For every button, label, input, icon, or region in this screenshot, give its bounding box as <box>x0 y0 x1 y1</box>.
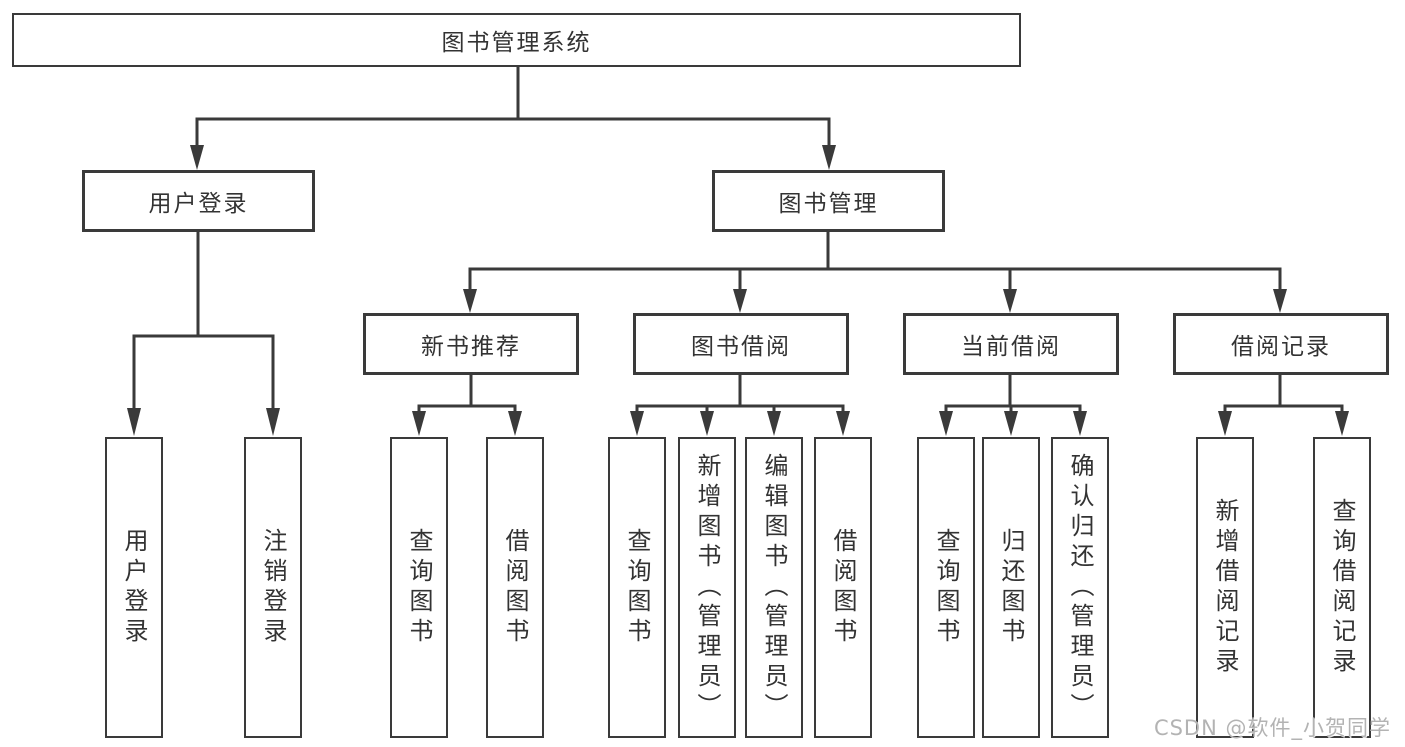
arrowhead <box>1004 411 1018 436</box>
node-borrow-records: 借阅记录 <box>1173 313 1389 375</box>
node-root: 图书管理系统 <box>12 13 1021 67</box>
leaf-edit-books-admin: 编辑图书（管理员） <box>745 437 803 738</box>
node-new-book-recommend-label: 新书推荐 <box>421 334 521 360</box>
node-book-borrow-label: 图书借阅 <box>691 334 791 360</box>
leaf-label: 借阅图书 <box>829 527 857 648</box>
leaf-query-books-current: 查询图书 <box>917 437 975 738</box>
leaf-label: 新增借阅记录 <box>1211 497 1239 678</box>
arrowhead <box>190 145 204 170</box>
arrowhead <box>412 411 426 436</box>
connector-root-to-level2 <box>190 65 836 170</box>
leaf-label: 查询图书 <box>932 527 960 648</box>
leaf-add-borrow-record: 新增借阅记录 <box>1196 437 1254 738</box>
node-book-borrow: 图书借阅 <box>633 313 849 375</box>
leaf-query-borrow-record: 查询借阅记录 <box>1313 437 1371 738</box>
connector-book-borrow-branch <box>630 375 850 436</box>
node-book-management: 图书管理 <box>712 170 945 232</box>
node-current-borrow: 当前借阅 <box>903 313 1119 375</box>
arrowhead <box>1335 411 1349 436</box>
leaf-label: 查询图书 <box>405 527 433 648</box>
leaf-borrow-books-recommend: 借阅图书 <box>486 437 544 738</box>
arrowhead <box>127 408 141 436</box>
connector-new-book-branch <box>412 375 522 436</box>
arrowhead <box>822 145 836 170</box>
leaf-user-login: 用户登录 <box>105 437 163 738</box>
arrowhead <box>733 289 747 313</box>
arrowhead <box>1273 289 1287 313</box>
arrowhead <box>630 411 644 436</box>
arrowhead <box>266 408 280 436</box>
node-root-label: 图书管理系统 <box>441 30 592 56</box>
leaf-confirm-return-admin: 确认归还（管理员） <box>1051 437 1109 738</box>
leaf-query-books-recommend: 查询图书 <box>390 437 448 738</box>
leaf-add-books-admin: 新增图书（管理员） <box>678 437 736 738</box>
csdn-watermark: CSDN @软件_小贺同学 <box>1153 716 1391 740</box>
connector-user-login-branch <box>127 232 280 436</box>
arrowhead <box>1073 411 1087 436</box>
arrowhead <box>1218 411 1232 436</box>
node-borrow-records-label: 借阅记录 <box>1231 334 1331 360</box>
leaf-label: 编辑图书（管理员） <box>760 452 788 723</box>
leaf-query-books-borrow: 查询图书 <box>608 437 666 738</box>
arrowhead <box>939 411 953 436</box>
leaf-label: 确认归还（管理员） <box>1066 452 1094 723</box>
leaf-label: 查询图书 <box>623 527 651 648</box>
leaf-user-login-label: 用户登录 <box>120 527 148 648</box>
leaf-label: 查询借阅记录 <box>1328 497 1356 678</box>
arrowhead <box>767 411 781 436</box>
leaf-return-books: 归还图书 <box>982 437 1040 738</box>
leaf-label: 借阅图书 <box>501 527 529 648</box>
connector-borrow-records-branch <box>1218 375 1349 436</box>
arrowhead <box>700 411 714 436</box>
leaf-borrow-books: 借阅图书 <box>814 437 872 738</box>
node-user-login: 用户登录 <box>82 170 315 232</box>
node-user-login-label: 用户登录 <box>148 191 249 217</box>
arrowhead <box>836 411 850 436</box>
leaf-logout-label: 注销登录 <box>259 527 287 648</box>
arrowhead <box>463 289 477 313</box>
arrowhead <box>1003 289 1017 313</box>
leaf-label: 归还图书 <box>997 527 1025 648</box>
arrowhead <box>508 411 522 436</box>
leaf-logout: 注销登录 <box>244 437 302 738</box>
connector-current-borrow-branch <box>939 375 1087 436</box>
leaf-label: 新增图书（管理员） <box>693 452 721 723</box>
connector-book-management-branch <box>463 232 1287 313</box>
node-new-book-recommend: 新书推荐 <box>363 313 579 375</box>
node-book-management-label: 图书管理 <box>778 191 879 217</box>
node-current-borrow-label: 当前借阅 <box>961 334 1061 360</box>
